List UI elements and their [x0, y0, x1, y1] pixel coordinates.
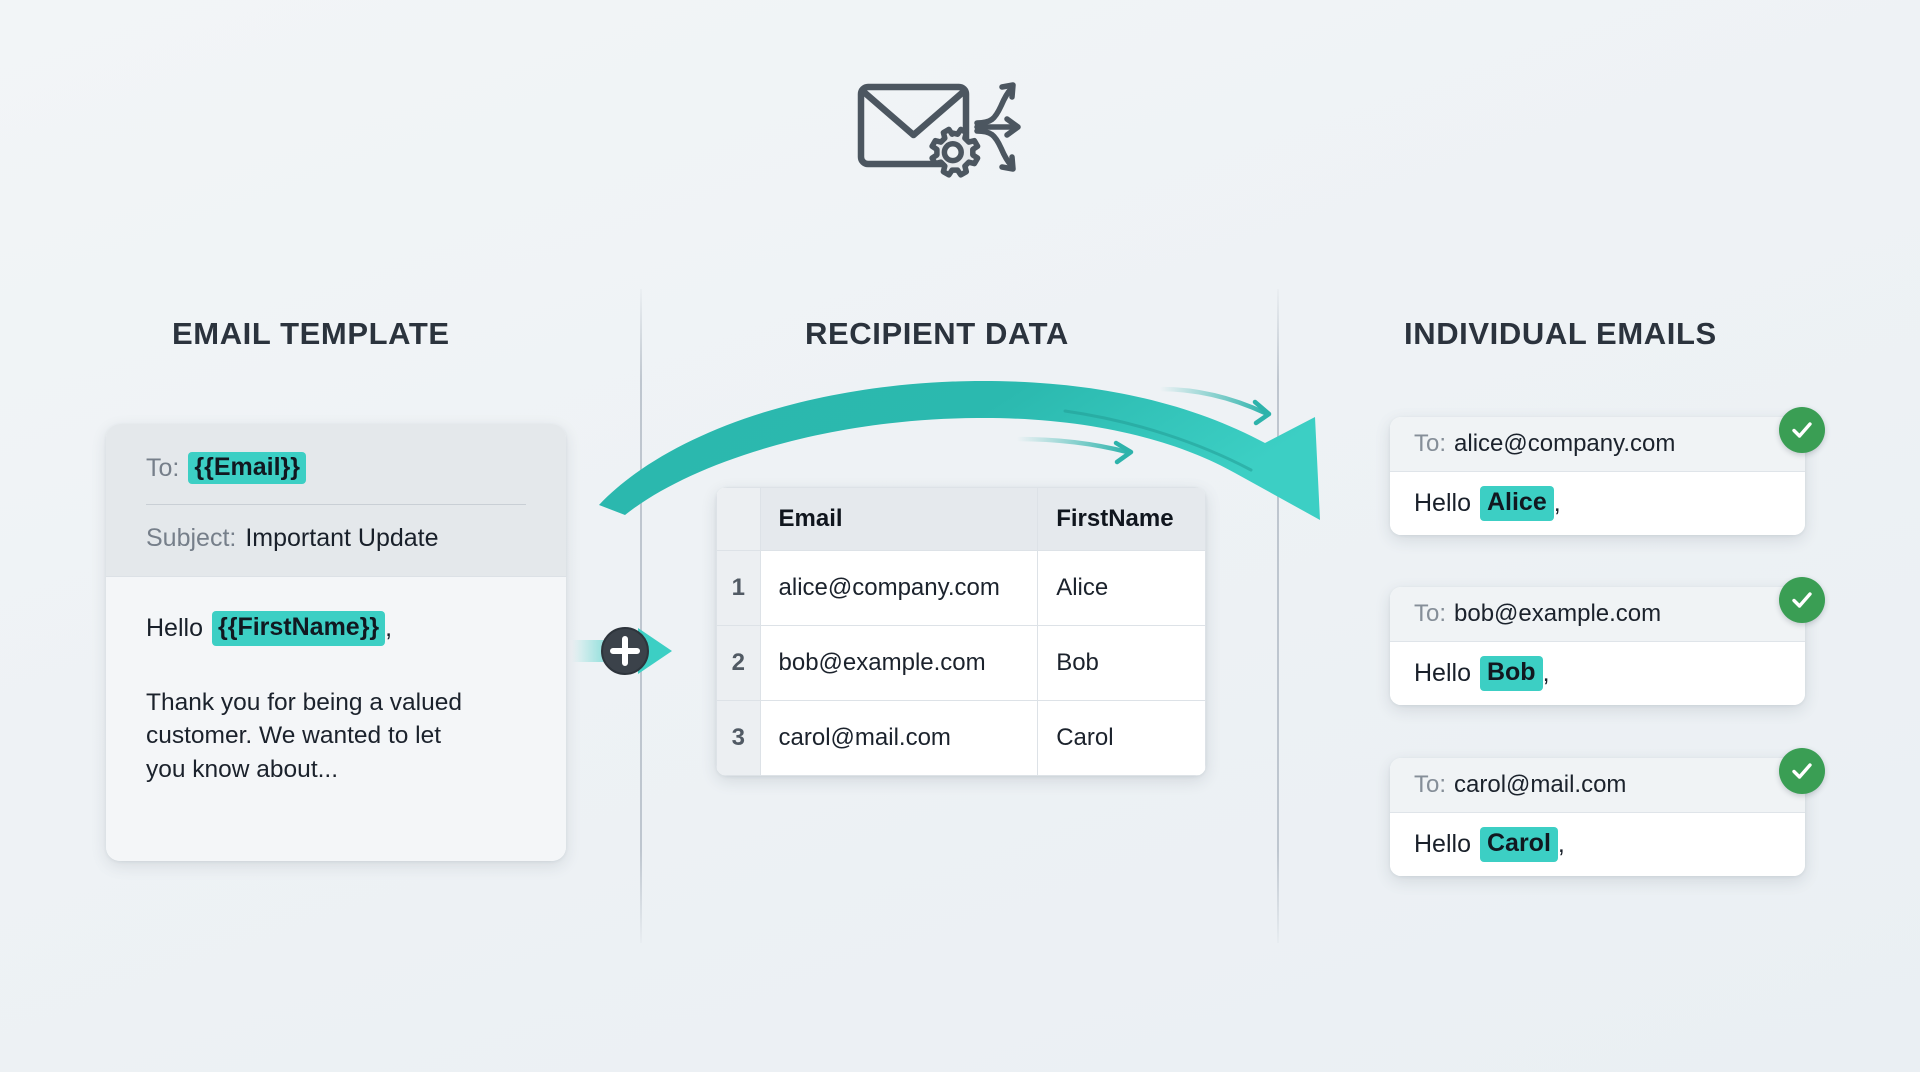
- email-card-to-address: carol@mail.com: [1454, 771, 1627, 798]
- email-template-header: To: {{Email}} Subject: Important Update: [106, 424, 566, 576]
- email-card-to-row: To: alice@company.com: [1390, 417, 1805, 472]
- cell-email[interactable]: alice@company.com: [759, 550, 1039, 626]
- email-card-greeting-row: Hello Alice ,: [1390, 472, 1805, 535]
- table-row[interactable]: 1 alice@company.com Alice: [716, 550, 1206, 626]
- email-card-greeting-suffix: ,: [1553, 489, 1561, 517]
- column-header-firstname[interactable]: FirstName: [1037, 487, 1206, 551]
- email-template-card[interactable]: To: {{Email}} Subject: Important Update …: [106, 424, 566, 861]
- email-card-greeting-prefix: Hello: [1414, 830, 1471, 858]
- email-card-greeting-suffix: ,: [1557, 830, 1565, 858]
- table-header-row: Email FirstName: [716, 487, 1206, 551]
- check-circle-icon: [1779, 407, 1825, 453]
- template-greeting-row: Hello {{FirstName}} ,: [146, 610, 526, 646]
- template-subject-label: Subject:: [146, 524, 237, 553]
- cell-firstname[interactable]: Bob: [1037, 625, 1206, 701]
- individual-email-card[interactable]: To: carol@mail.com Hello Carol ,: [1390, 758, 1805, 876]
- cell-firstname[interactable]: Alice: [1037, 550, 1206, 626]
- email-card-greeting-prefix: Hello: [1414, 659, 1471, 687]
- page-title-individual-emails: INDIVIDUAL EMAILS: [1404, 316, 1717, 351]
- row-number: 1: [716, 550, 761, 626]
- column-header-rownum: [716, 487, 761, 551]
- email-card-greeting-suffix: ,: [1542, 659, 1550, 687]
- email-card-to-address: alice@company.com: [1454, 430, 1676, 457]
- cell-email[interactable]: bob@example.com: [759, 625, 1039, 701]
- email-card-greeting-prefix: Hello: [1414, 489, 1471, 517]
- cell-email[interactable]: carol@mail.com: [759, 700, 1039, 776]
- table-row[interactable]: 2 bob@example.com Bob: [716, 625, 1206, 701]
- individual-email-card[interactable]: To: alice@company.com Hello Alice ,: [1390, 417, 1805, 535]
- email-card-to-row: To: bob@example.com: [1390, 587, 1805, 642]
- template-subject-row: Subject: Important Update: [146, 524, 526, 553]
- email-card-name-tag: Bob: [1479, 656, 1543, 691]
- cell-firstname[interactable]: Carol: [1037, 700, 1206, 776]
- individual-email-card[interactable]: To: bob@example.com Hello Bob ,: [1390, 587, 1805, 705]
- merge-connector: [572, 606, 702, 696]
- email-card-to-address: bob@example.com: [1454, 600, 1662, 627]
- email-template-body: Hello {{FirstName}} , Thank you for bein…: [106, 575, 566, 861]
- page-title-recipient-data: RECIPIENT DATA: [805, 316, 1069, 351]
- email-card-to-label: To:: [1414, 430, 1447, 457]
- column-divider-right: [1277, 289, 1279, 943]
- template-to-row: To: {{Email}}: [146, 452, 526, 485]
- email-card-to-label: To:: [1414, 600, 1447, 627]
- template-body-paragraph: Thank you for being a valued customer. W…: [146, 688, 462, 784]
- template-greeting-suffix: ,: [385, 613, 393, 642]
- column-header-email[interactable]: Email: [759, 487, 1039, 551]
- row-number: 3: [716, 700, 761, 776]
- email-card-greeting-row: Hello Carol ,: [1390, 813, 1805, 876]
- merge-tag-email[interactable]: {{Email}}: [188, 452, 306, 485]
- recipient-data-table[interactable]: Email FirstName 1 alice@company.com Alic…: [716, 487, 1206, 776]
- email-card-to-row: To: carol@mail.com: [1390, 758, 1805, 813]
- email-card-to-label: To:: [1414, 771, 1447, 798]
- template-to-label: To:: [146, 454, 180, 482]
- check-circle-icon: [1779, 577, 1825, 623]
- row-number: 2: [716, 625, 761, 701]
- envelope-gear-distribute-icon: [855, 75, 1055, 190]
- column-divider-left: [640, 289, 642, 943]
- template-subject-value: Important Update: [245, 524, 439, 553]
- template-greeting-prefix: Hello: [146, 613, 203, 642]
- table-row[interactable]: 3 carol@mail.com Carol: [716, 700, 1206, 776]
- email-card-greeting-row: Hello Bob ,: [1390, 642, 1805, 705]
- email-card-name-tag: Alice: [1479, 486, 1554, 521]
- merge-tag-firstname[interactable]: {{FirstName}}: [211, 610, 386, 646]
- email-card-name-tag: Carol: [1479, 827, 1558, 862]
- template-divider: [146, 504, 526, 506]
- page-title-email-template: EMAIL TEMPLATE: [172, 316, 450, 351]
- check-circle-icon: [1779, 748, 1825, 794]
